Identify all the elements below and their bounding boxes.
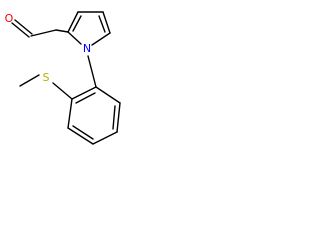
bond-cho-c2: [30, 29, 57, 37]
bond-o-c-double-a: [11, 22, 30, 38]
bond-ring-ef: [67, 98, 73, 129]
bond-c4-c5: [102, 11, 111, 34]
nitrogen-atom-label: N: [83, 42, 91, 55]
molecule-diagram: O N S: [5, 11, 121, 145]
bond-aryl-s: [52, 82, 73, 100]
bond-ring-fa: [71, 86, 97, 100]
structure-canvas: O N S: [0, 0, 122, 156]
bond-s-methyl: [19, 74, 40, 87]
bond-c5-n1: [91, 32, 111, 46]
bond-o-c-double-b: [14, 19, 33, 35]
bond-c4-c5-inner: [98, 15, 106, 33]
bond-ring-ab: [95, 86, 121, 104]
bond-ring-bc-inner: [112, 105, 116, 130]
bond-n1-aryl: [87, 55, 97, 88]
bond-c2-c3-inner: [72, 15, 82, 32]
bond-ring-de-inner: [72, 125, 94, 140]
bond-n1-c2: [67, 31, 82, 45]
bond-ring-cd: [92, 131, 118, 145]
bond-c2-c3: [67, 11, 79, 33]
bond-ring-fa-inner: [75, 92, 96, 104]
oxygen-atom-label: O: [5, 12, 14, 25]
bond-cho-c2-link: [55, 29, 69, 33]
bond-ring-bc: [116, 102, 121, 133]
bond-ring-de: [67, 127, 94, 145]
sulfur-atom-label: S: [43, 71, 50, 84]
